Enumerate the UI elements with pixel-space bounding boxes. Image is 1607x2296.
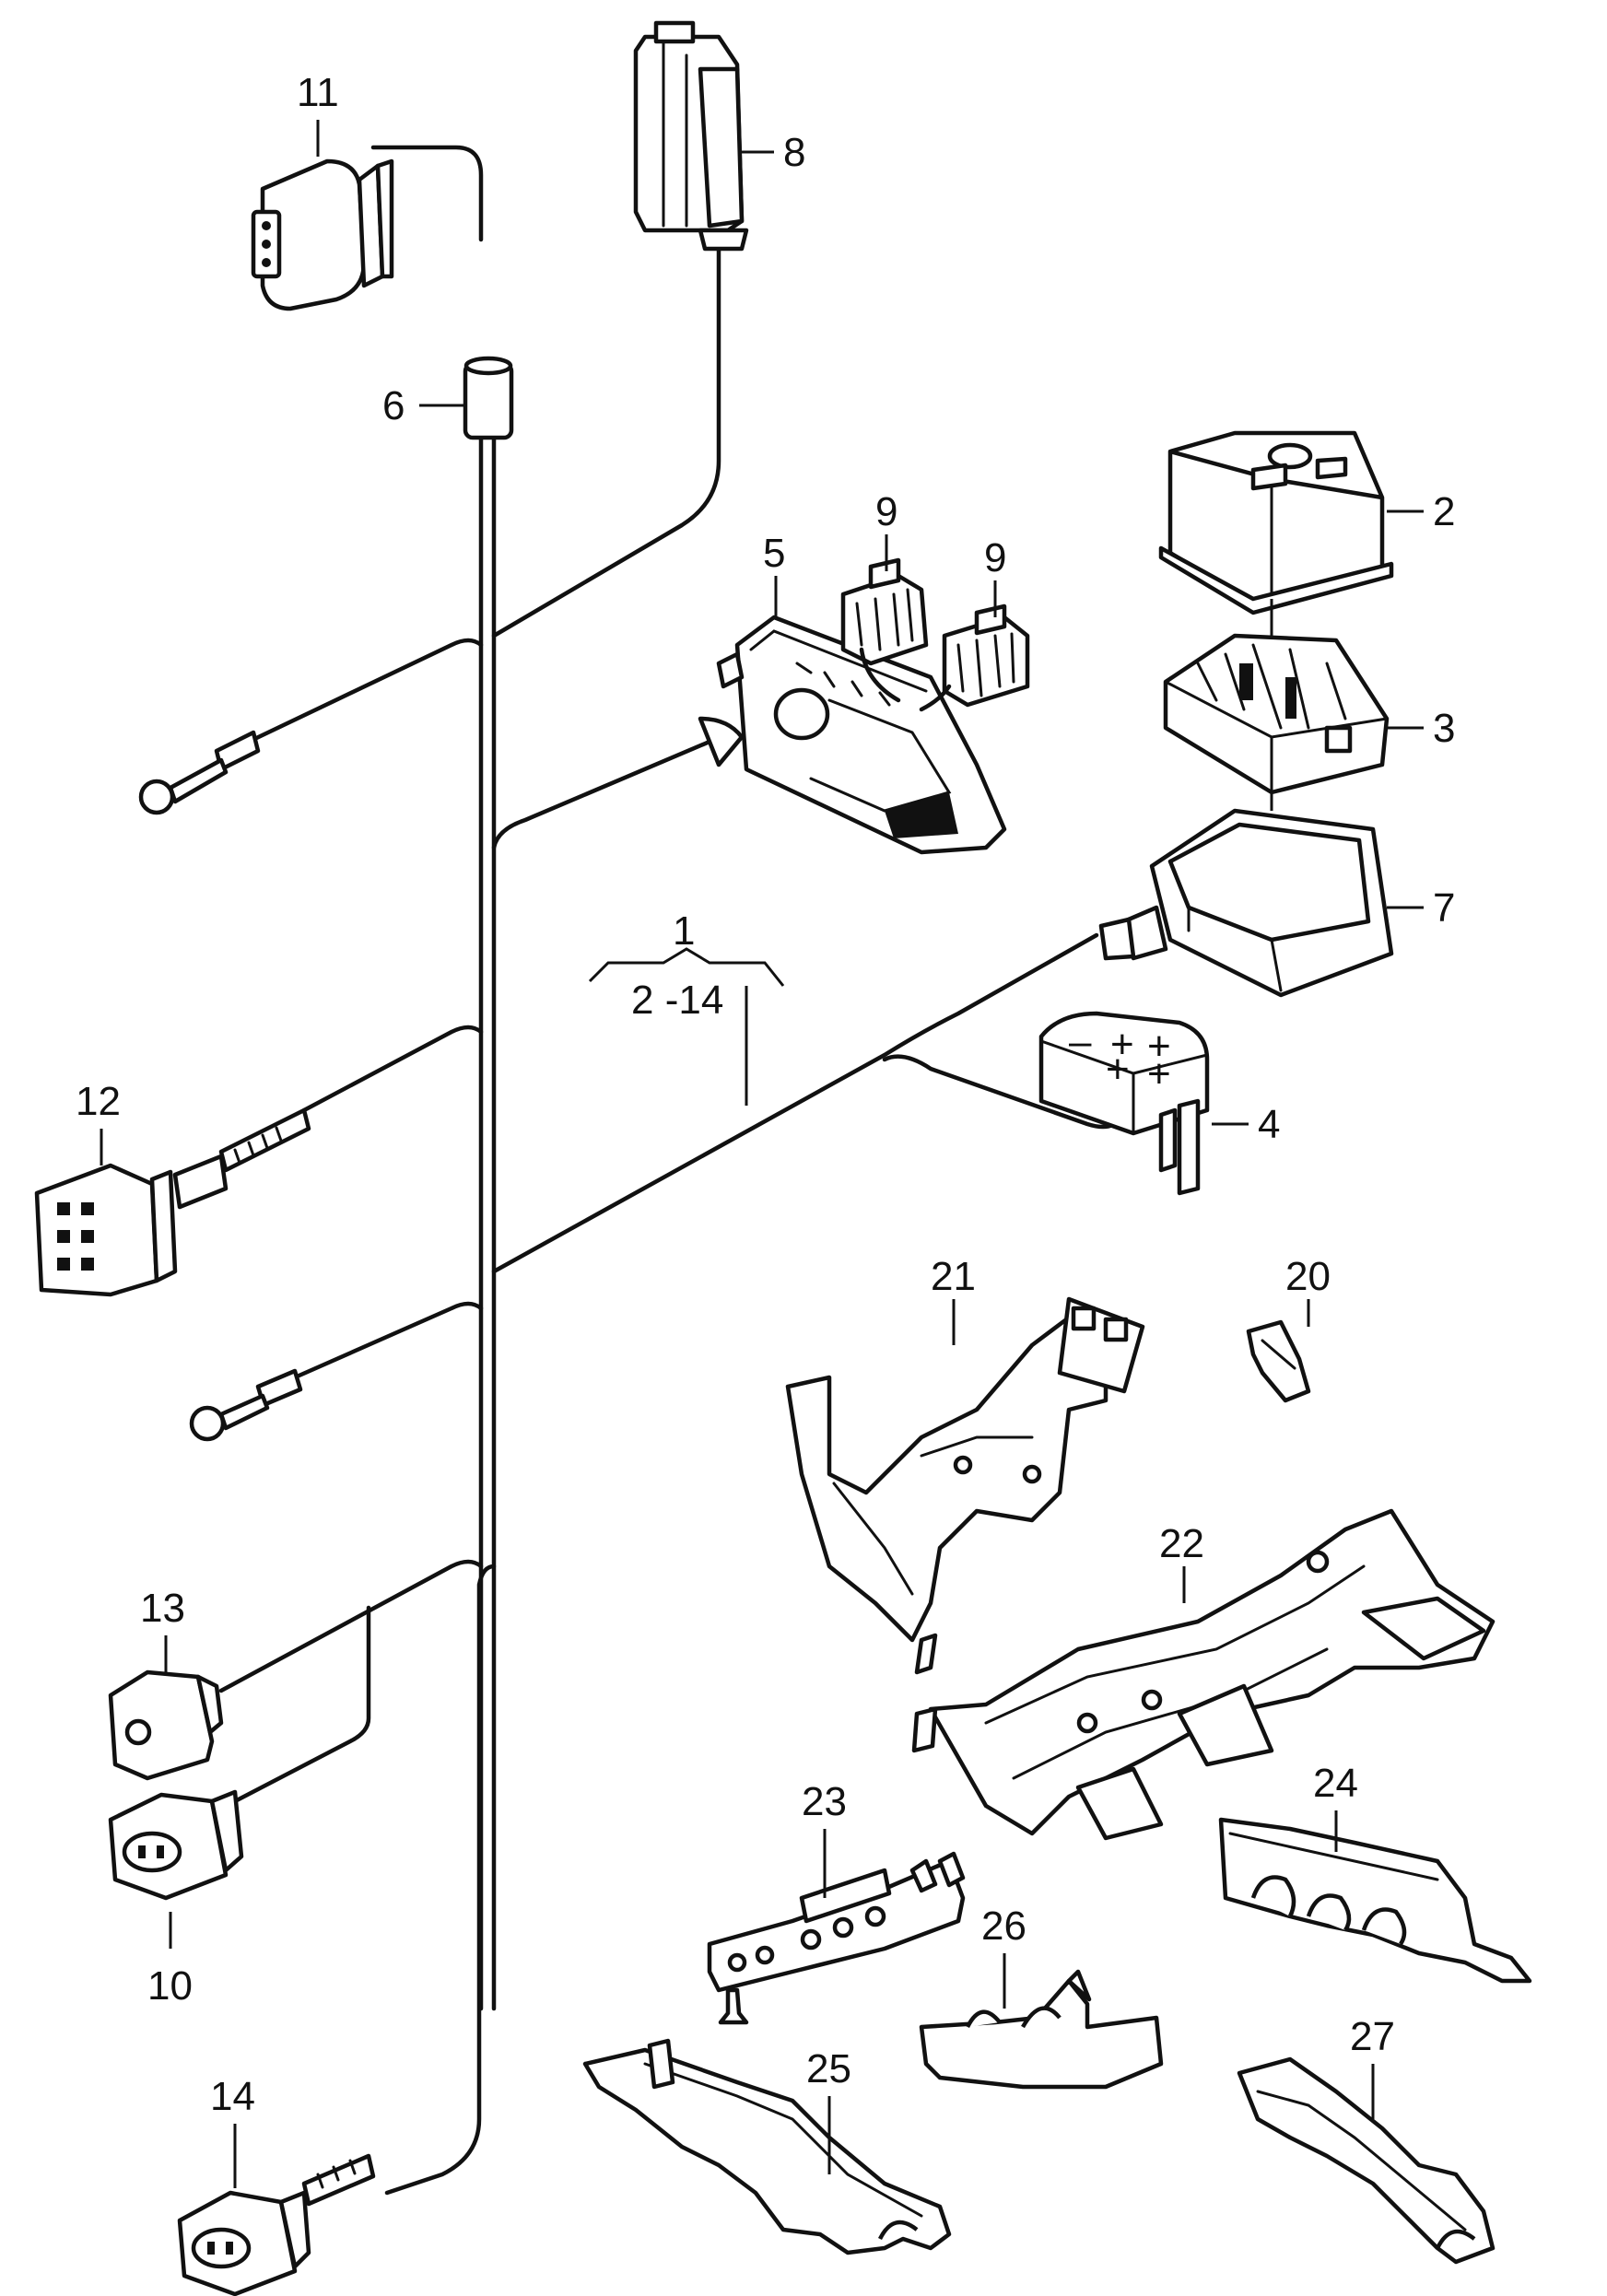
callout-26: 26 bbox=[981, 1904, 1026, 1949]
connector-9a bbox=[840, 557, 929, 666]
svg-text:+: + bbox=[1106, 1047, 1130, 1092]
connector-10 bbox=[108, 1789, 244, 1901]
sleeve-6 bbox=[463, 356, 514, 440]
callout-12: 12 bbox=[76, 1079, 121, 1124]
callout-24: 24 bbox=[1313, 1761, 1358, 1806]
connector-14 bbox=[177, 2153, 376, 2296]
cover-2 bbox=[1158, 430, 1394, 615]
callout-9a: 9 bbox=[875, 489, 897, 534]
callout-22: 22 bbox=[1159, 1521, 1204, 1566]
clip-strip-23 bbox=[707, 1851, 966, 2025]
callout-20: 20 bbox=[1285, 1254, 1331, 1299]
clip-20 bbox=[1246, 1319, 1311, 1403]
callout-14: 14 bbox=[210, 2074, 255, 2119]
callout-1-range: 2 -14 bbox=[631, 978, 723, 1023]
connector-8 bbox=[633, 20, 749, 252]
callout-7: 7 bbox=[1433, 885, 1455, 931]
callout-21: 21 bbox=[931, 1254, 976, 1299]
svg-text:–: – bbox=[1069, 1019, 1092, 1064]
connector-9b bbox=[942, 603, 1030, 708]
wiring-harness-main bbox=[218, 145, 1122, 2196]
trim-26 bbox=[919, 1969, 1164, 2090]
callout-4: 4 bbox=[1258, 1102, 1280, 1147]
callout-25: 25 bbox=[806, 2046, 851, 2091]
callout-5: 5 bbox=[763, 531, 785, 576]
housing-7 bbox=[1098, 808, 1394, 998]
bracket-21 bbox=[785, 1296, 1145, 1675]
carrier-22 bbox=[911, 1508, 1496, 1841]
callout-23: 23 bbox=[802, 1779, 847, 1824]
callout-6: 6 bbox=[382, 383, 405, 428]
callout-11: 11 bbox=[297, 70, 339, 115]
callout-27: 27 bbox=[1350, 2014, 1395, 2059]
svg-text:+: + bbox=[1110, 1022, 1134, 1067]
connector-13 bbox=[108, 1669, 224, 1781]
control-unit-5 bbox=[698, 615, 1007, 855]
callout-10: 10 bbox=[147, 1963, 193, 2009]
connector-12 bbox=[34, 1107, 311, 1297]
trim-27 bbox=[1237, 2056, 1496, 2265]
callout-2: 2 bbox=[1433, 489, 1455, 534]
fuse-holder-4: – + + + + bbox=[1038, 1011, 1210, 1196]
svg-text:+: + bbox=[1147, 1024, 1171, 1069]
callout-13: 13 bbox=[140, 1586, 185, 1631]
relay-carrier-3 bbox=[1163, 633, 1390, 795]
ring-terminal-upper bbox=[138, 730, 261, 815]
callout-8: 8 bbox=[783, 130, 805, 175]
callout-9b: 9 bbox=[984, 535, 1006, 580]
trim-25 bbox=[582, 2038, 952, 2255]
trim-24 bbox=[1218, 1817, 1532, 1984]
connector-11 bbox=[251, 158, 394, 311]
svg-text:+: + bbox=[1147, 1051, 1171, 1096]
ring-terminal-lower bbox=[189, 1368, 303, 1442]
callout-3: 3 bbox=[1433, 706, 1455, 751]
callout-1: 1 bbox=[673, 908, 695, 954]
callouts: 11 8 6 9 9 5 2 3 7 4 1 2 -14 12 13 10 14 bbox=[76, 70, 1455, 2188]
